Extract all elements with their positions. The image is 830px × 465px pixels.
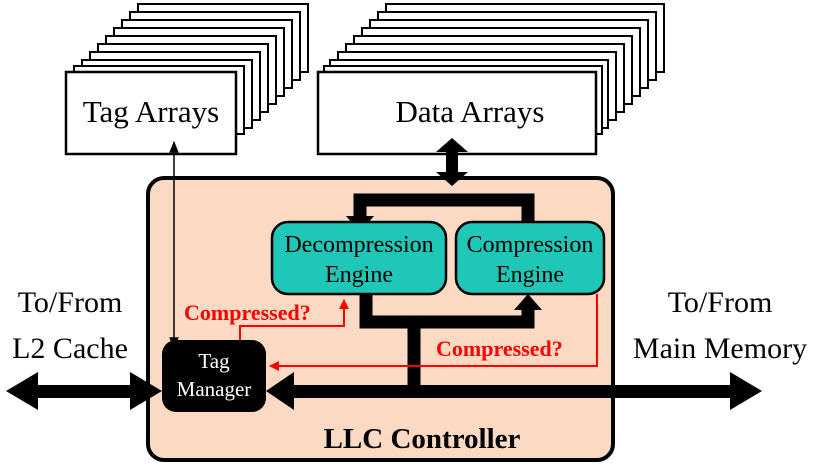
decompression-engine-line2: Engine	[325, 262, 393, 288]
tag-arrays-label: Tag Arrays	[83, 94, 219, 129]
l2-port-line2: L2 Cache	[12, 332, 128, 365]
data-arrays-stack: Data Arrays	[316, 3, 665, 156]
compression-input-arrow	[514, 294, 542, 310]
compressed-query-left-line	[239, 299, 349, 340]
memory-port-line2: Main Memory	[633, 332, 807, 365]
l2-bus	[36, 385, 132, 398]
l2-port-line1: To/From	[18, 286, 123, 319]
data-arrays-bus-arrow	[436, 138, 468, 186]
compression-engine	[454, 220, 606, 296]
l2-cache-arrow-left	[6, 372, 38, 410]
decompression-engine-line1: Decompression	[284, 232, 433, 258]
llc-controller-label: LLC Controller	[324, 423, 521, 455]
compressed-query-right-line	[269, 294, 598, 371]
compression-engine-line1: Compression	[467, 232, 594, 258]
l2-cache-arrow-right	[130, 372, 162, 410]
compressed-query-left-label: Compressed?	[184, 300, 311, 325]
top-bus-path	[353, 193, 535, 228]
compression-engine-line2: Engine	[496, 262, 564, 288]
data-arrays-label: Data Arrays	[396, 94, 545, 129]
tag-manager-line2: Manager	[177, 377, 252, 401]
main-bus	[292, 385, 732, 398]
tag-manager-line1: Tag	[198, 349, 230, 373]
main-memory-arrow	[730, 372, 762, 410]
compressed-query-right-label: Compressed?	[436, 336, 563, 361]
tag-manager	[162, 340, 266, 412]
memory-port-line1: To/From	[668, 286, 773, 319]
tag-manager-bus-arrow	[266, 372, 294, 410]
bottom-bus-path	[359, 294, 535, 392]
tag-arrays-stack: Tag Arrays	[64, 3, 309, 156]
decompression-engine	[270, 220, 448, 296]
